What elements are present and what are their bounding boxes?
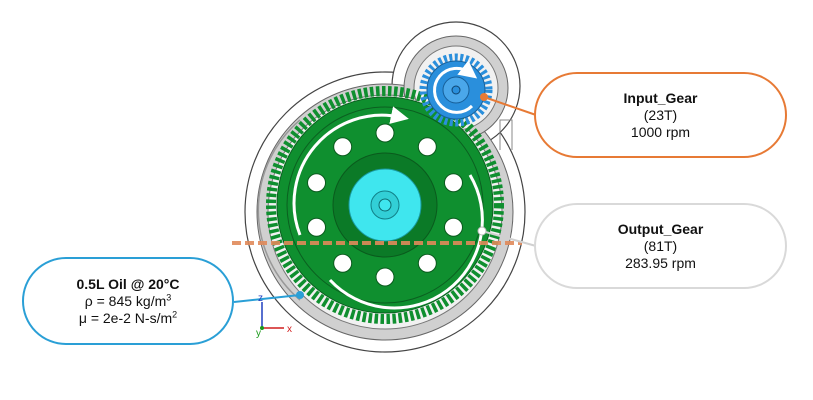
output-gear-hole	[307, 217, 327, 237]
output-gear-hole	[333, 253, 353, 273]
input-leader-line	[483, 96, 537, 116]
oil-title: 0.5L Oil @ 20°C	[76, 275, 180, 292]
output-gear-hole	[417, 253, 437, 273]
input-gear-callout: Input_Gear (23T) 1000 rpm	[534, 72, 787, 158]
input-leader-dot	[480, 93, 488, 101]
output-gear-hole	[417, 137, 437, 157]
input-gear-teeth: (23T)	[643, 106, 678, 123]
output-gear-callout: Output_Gear (81T) 283.95 rpm	[534, 203, 787, 289]
oil-viscosity: μ = 2e-2 N-s/m2	[78, 308, 178, 326]
axis-triad: z y x	[256, 293, 292, 339]
output-gear-teeth: (81T)	[643, 237, 678, 254]
input-rotation-arrow	[433, 60, 478, 114]
output-gear-hole	[443, 217, 463, 237]
output-leader-line	[481, 230, 537, 247]
axis-x-label: x	[287, 324, 292, 335]
oil-callout: 0.5L Oil @ 20°C ρ = 845 kg/m3 μ = 2e-2 N…	[22, 257, 234, 345]
oil-density: ρ = 845 kg/m3	[84, 291, 172, 309]
input-gear-speed: 1000 rpm	[630, 123, 691, 140]
output-gear-hole	[375, 267, 395, 287]
oil-leader-line	[233, 294, 301, 303]
output-gear-hole	[307, 173, 327, 193]
axis-y-label: y	[256, 328, 261, 339]
oil-leader-dot	[296, 291, 304, 299]
axis-z-label: z	[258, 293, 263, 304]
output-rotation-arrow	[292, 106, 409, 236]
output-gear-hole	[375, 123, 395, 143]
output-leader-dot	[477, 226, 487, 236]
output-gear-speed: 283.95 rpm	[625, 254, 696, 271]
output-gear-hole	[333, 137, 353, 157]
input-gear	[419, 53, 493, 127]
output-gear-hole	[443, 173, 463, 193]
input-gear-name: Input_Gear	[623, 89, 698, 106]
output-gear-name: Output_Gear	[617, 220, 704, 237]
output-gear	[266, 86, 504, 324]
